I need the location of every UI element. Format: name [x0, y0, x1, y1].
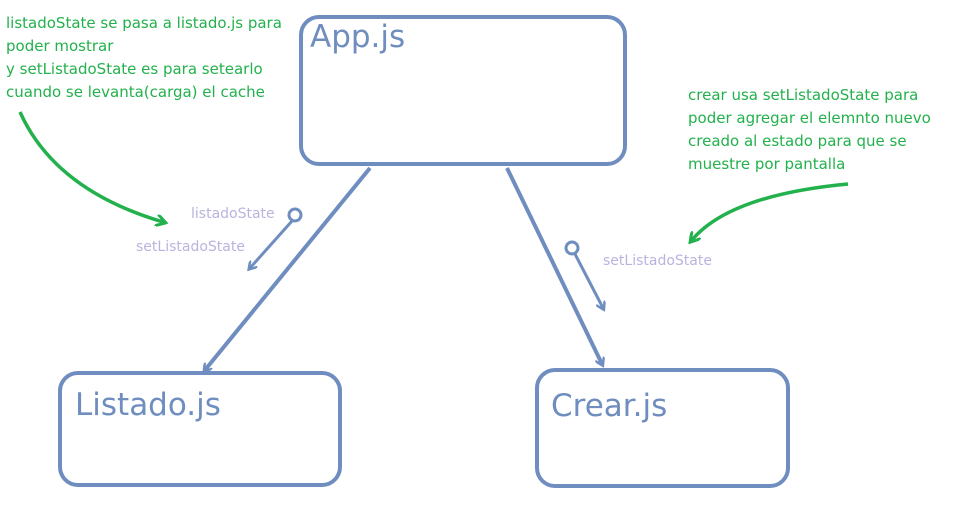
edge-app-to-listado: [205, 166, 372, 370]
edge-label-set-listado-state-right: setListadoState: [603, 253, 712, 269]
prop-origin-dot-left: [287, 207, 303, 223]
note-left-line: cuando se levanta(carga) el cache: [6, 83, 265, 101]
note-left-line: poder mostrar: [6, 37, 114, 55]
prop-arrow-left: [250, 220, 294, 268]
edge-app-to-crear: [505, 167, 602, 364]
note-right-line: crear usa setListadoState para: [688, 86, 919, 104]
note-arrow-left: [18, 111, 163, 222]
note-right: crear usa setListadoState para poder agr…: [688, 84, 931, 176]
node-listado-label: Listado.js: [75, 387, 221, 423]
node-app-label: App.js: [310, 19, 406, 55]
prop-origin-dot-right: [564, 240, 580, 256]
node-crear: [535, 368, 790, 488]
note-left-line: listadoState se pasa a listado.js para: [6, 14, 282, 32]
edge-label-listado-state: listadoState: [191, 206, 275, 222]
note-right-line: muestre por pantalla: [688, 155, 846, 173]
note-right-line: creado al estado para que se: [688, 132, 907, 150]
note-left-line: y setListadoState es para setearlo: [6, 60, 263, 78]
note-right-line: poder agregar el elemnto nuevo: [688, 109, 931, 127]
node-listado: [58, 371, 342, 487]
prop-arrow-right: [573, 253, 603, 308]
node-app: [299, 15, 627, 166]
edge-label-set-listado-state-left: setListadoState: [136, 239, 245, 255]
note-left: listadoState se pasa a listado.js para p…: [6, 12, 282, 104]
note-arrow-right: [692, 182, 849, 240]
node-crear-label: Crear.js: [551, 388, 668, 424]
